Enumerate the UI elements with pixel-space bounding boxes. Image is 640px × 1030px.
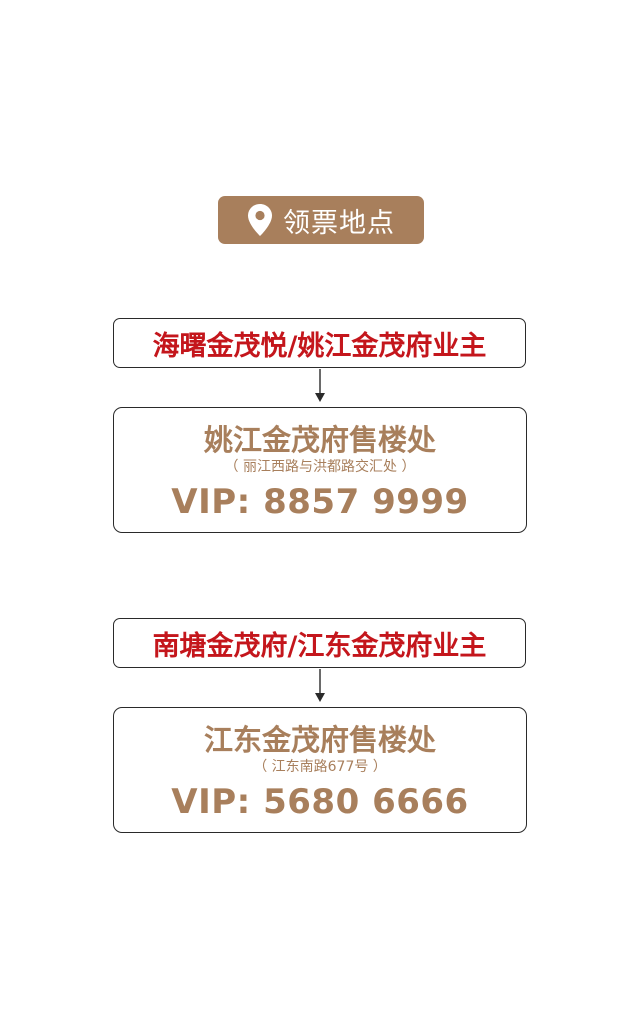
office-name: 姚江金茂府售楼处 <box>203 423 436 457</box>
sales-office-card-1: 姚江金茂府售楼处 （ 丽江西路与洪都路交汇处 ） VIP: 8857 9999 <box>113 407 527 533</box>
vip-phone: VIP: 5680 6666 <box>171 782 469 822</box>
owner-group-2: 南塘金茂府/江东金茂府业主 <box>113 618 526 668</box>
office-name: 江东金茂府售楼处 <box>203 723 436 757</box>
vip-phone: VIP: 8857 9999 <box>171 482 469 522</box>
sales-office-card-2: 江东金茂府售楼处 （ 江东南路677号 ） VIP: 5680 6666 <box>113 707 527 833</box>
header-title: 领票地点 <box>283 207 395 239</box>
down-arrow-icon <box>315 669 325 702</box>
owner-group-1: 海曙金茂悦/姚江金茂府业主 <box>113 318 526 368</box>
location-pin-icon <box>248 204 272 236</box>
down-arrow-icon <box>315 369 325 402</box>
pickup-location-header: 领票地点 <box>218 196 424 244</box>
office-address: （ 江东南路677号 ） <box>253 759 387 775</box>
office-address: （ 丽江西路与洪都路交汇处 ） <box>224 459 416 475</box>
